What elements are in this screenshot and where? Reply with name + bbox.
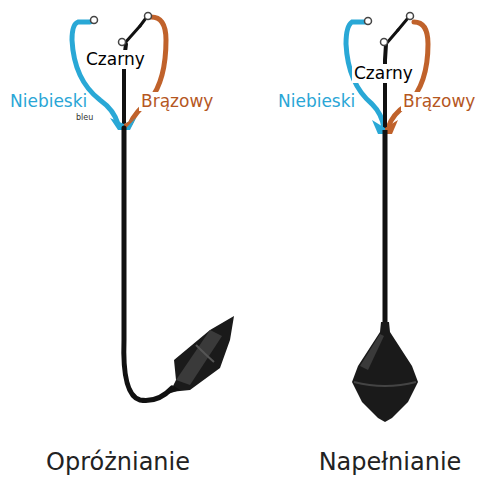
float-body: [352, 322, 418, 422]
caption-label: Napełnianie: [317, 449, 464, 475]
wire-color-label: Czarny: [352, 64, 415, 83]
wire-color-label: Brązowy: [139, 92, 215, 111]
wire-color-label: Czarny: [84, 50, 147, 69]
wire-color-label: Niebieski: [276, 92, 357, 111]
wire-color-label: Brązowy: [401, 92, 477, 111]
caption-label: Opróżnianie: [44, 449, 192, 475]
cable: [383, 130, 388, 325]
cable: [124, 128, 172, 401]
wire-color-label: Niebieski: [8, 92, 89, 111]
float-body: [168, 316, 234, 394]
faint-note: bleu: [74, 114, 95, 123]
